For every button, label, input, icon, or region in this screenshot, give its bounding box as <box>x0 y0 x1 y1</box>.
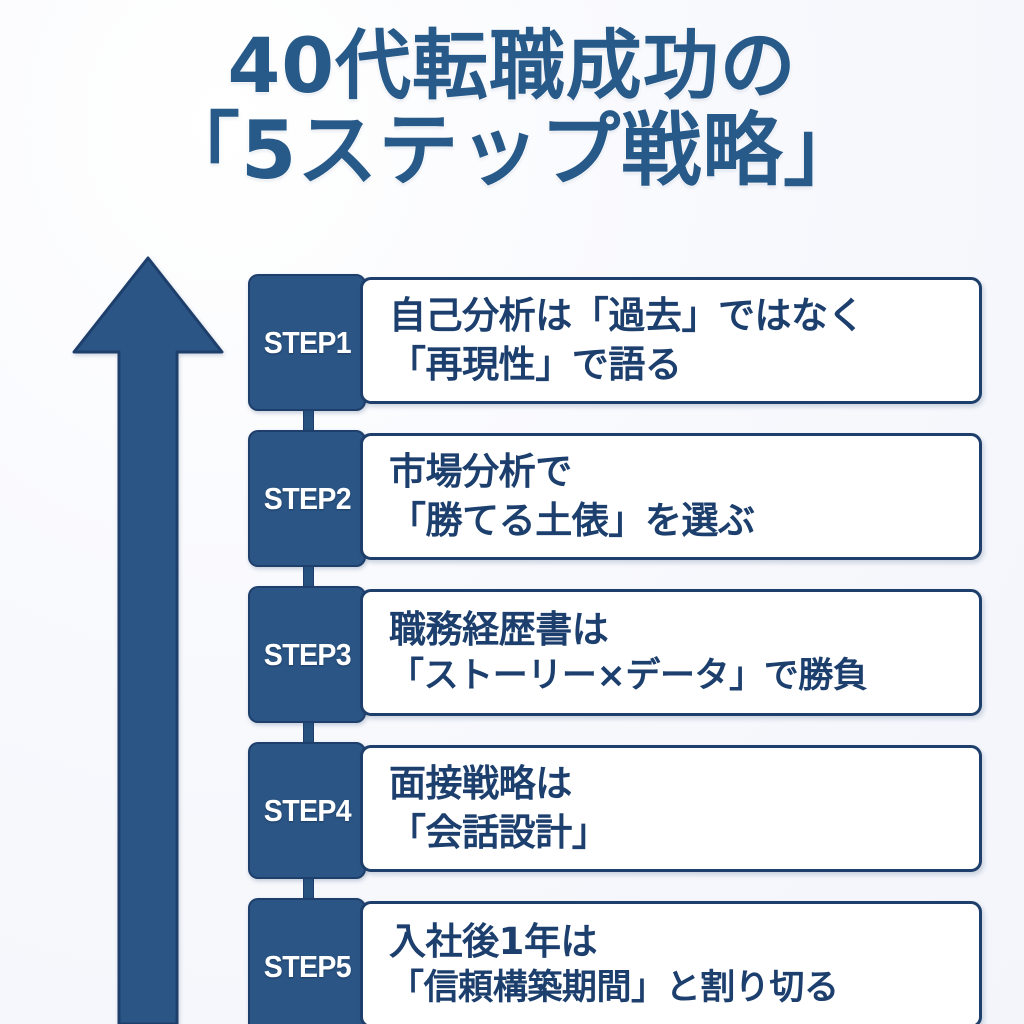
step-item-3[interactable]: STEP3 職務経歴書は 「ストーリー×データ」で勝負 <box>246 586 986 723</box>
steps-list: STEP1 自己分析は「過去」ではなく 「再現性」で語る STEP2 市場分析で… <box>246 274 986 1024</box>
upward-arrow-shape <box>72 256 224 1024</box>
step-badge-label-5: STEP5 <box>263 948 351 984</box>
step-badge-2: STEP2 <box>248 430 366 567</box>
step-text-3-line-2: 「ストーリー×データ」で勝負 <box>389 655 868 696</box>
step-item-4[interactable]: STEP4 面接戦略は 「会話設計」 <box>246 742 986 879</box>
step-text-1-line-2: 「再現性」で語る <box>389 342 682 386</box>
step-item-5[interactable]: STEP5 入社後1年は 「信頼構築期間」と割り切る <box>246 898 986 1024</box>
step-text-3-line-1: 職務経歴書は <box>389 607 609 651</box>
step-text-4-line-2: 「会話設計」 <box>389 810 609 854</box>
poster-title: 40代転職成功の 「5ステップ戦略」 <box>0 21 1024 197</box>
upward-arrow-icon <box>70 252 226 1024</box>
title-line-1: 40代転職成功の <box>227 21 797 110</box>
step-badge-1: STEP1 <box>248 274 366 411</box>
step-badge-5: STEP5 <box>248 898 366 1024</box>
title-line-2: 「5ステップ戦略」 <box>159 103 865 197</box>
step-item-1[interactable]: STEP1 自己分析は「過去」ではなく 「再現性」で語る <box>246 274 986 411</box>
step-text-2-line-2: 「勝てる土俵」を選ぶ <box>389 498 755 542</box>
step-badge-label-4: STEP4 <box>263 792 351 828</box>
step-badge-3: STEP3 <box>248 586 366 723</box>
step-text-1-line-1: 自己分析は「過去」ではなく <box>389 294 865 338</box>
step-card-5[interactable]: 入社後1年は 「信頼構築期間」と割り切る <box>360 901 982 1024</box>
step-card-3[interactable]: 職務経歴書は 「ストーリー×データ」で勝負 <box>360 589 982 716</box>
step-text-2-line-1: 市場分析で <box>389 450 572 494</box>
step-item-2[interactable]: STEP2 市場分析で 「勝てる土俵」を選ぶ <box>246 430 986 567</box>
step-text-5-line-1: 入社後1年は <box>389 919 598 963</box>
step-card-4[interactable]: 面接戦略は 「会話設計」 <box>360 745 982 872</box>
step-badge-4: STEP4 <box>248 742 366 879</box>
step-badge-label-1: STEP1 <box>263 324 351 360</box>
step-text-4-line-1: 面接戦略は <box>389 762 572 806</box>
step-badge-label-2: STEP2 <box>263 480 351 516</box>
step-card-2[interactable]: 市場分析で 「勝てる土俵」を選ぶ <box>360 433 982 560</box>
step-text-5-line-2: 「信頼構築期間」と割り切る <box>389 967 839 1008</box>
step-badge-label-3: STEP3 <box>263 636 351 672</box>
step-card-1[interactable]: 自己分析は「過去」ではなく 「再現性」で語る <box>360 277 982 404</box>
